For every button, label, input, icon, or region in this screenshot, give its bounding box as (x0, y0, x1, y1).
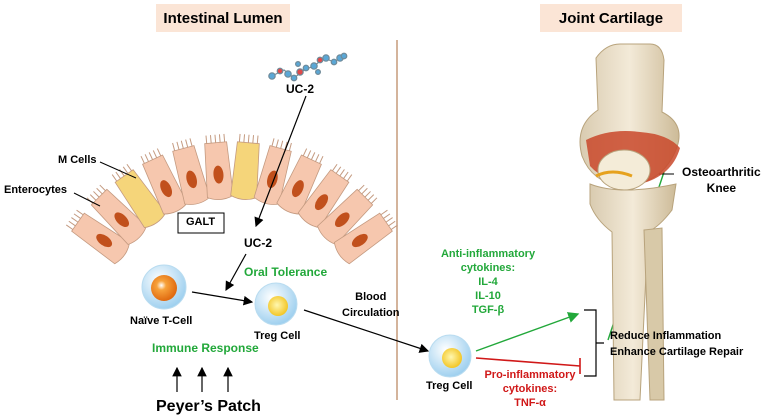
osteoarthritic-knee-label: Osteoarthritic Knee (682, 165, 761, 195)
treg-to-circulation-arrow (303, 309, 430, 353)
immune-response-label: Immune Response (152, 341, 259, 355)
nucleus (186, 170, 197, 189)
uc2-top-label: UC-2 (286, 82, 315, 96)
intestinal-lumen-header: Intestinal Lumen (156, 4, 290, 32)
oral-tolerance-label: Oral Tolerance (244, 265, 328, 279)
joint-cartilage-header: Joint Cartilage (540, 4, 682, 32)
osteoarthritic-knee-icon (579, 43, 680, 401)
nucleus (291, 180, 304, 198)
treg-cell-label: Treg Cell (254, 330, 301, 342)
blood-circulation-label: Blood Circulation (342, 291, 400, 319)
nucleus (213, 165, 224, 184)
nucleus (160, 180, 173, 198)
nucleus (114, 212, 130, 228)
m-cells-pointer (99, 161, 137, 179)
epithelium-arc (65, 133, 399, 265)
nucleus (96, 233, 113, 248)
naive-tcell-icon (141, 264, 187, 310)
galt-label: GALT (186, 216, 216, 228)
uc2-molecule-icon (268, 52, 348, 82)
outcomes-label: Reduce Inflammation Enhance Cartilage Re… (610, 330, 744, 358)
uc2-to-treg-arrow (225, 253, 247, 292)
peyers-patch-label: Peyer’s Patch (156, 398, 261, 415)
uc2-mid-label: UC-2 (244, 236, 273, 250)
nucleus (334, 212, 350, 228)
anti-inflammatory-arrow (475, 312, 580, 352)
enterocytes-label: Enterocytes (4, 184, 67, 196)
enterocyte-cell (317, 184, 378, 245)
outcome-bracket (584, 309, 604, 377)
nucleus (351, 233, 368, 248)
enterocyte-cell (86, 184, 147, 245)
enterocyte-cell (333, 209, 399, 265)
pro-inflammatory-inhibition (475, 357, 581, 374)
enterocyte-cell (204, 133, 234, 200)
m-cells-label: M Cells (58, 154, 97, 166)
galt-box (177, 212, 225, 234)
treg-cell-icon (254, 282, 298, 326)
treg-cell-2-icon (428, 334, 472, 378)
anti-inflammatory-label: Anti-inflammatory cytokines: IL-4 IL-10 … (440, 248, 536, 316)
uc2-to-galt-arrow (254, 95, 307, 228)
pro-inflammatory-label: Pro-inflammatory cytokines: TNF-α (484, 369, 576, 409)
naive-tcell-label: Naïve T-Cell (130, 315, 193, 327)
treg-cell-2-label: Treg Cell (426, 380, 473, 392)
nucleus (314, 194, 329, 211)
naive-to-treg-arrow (191, 291, 254, 306)
enterocyte-cell (297, 163, 353, 229)
enterocytes-pointer (73, 192, 101, 207)
